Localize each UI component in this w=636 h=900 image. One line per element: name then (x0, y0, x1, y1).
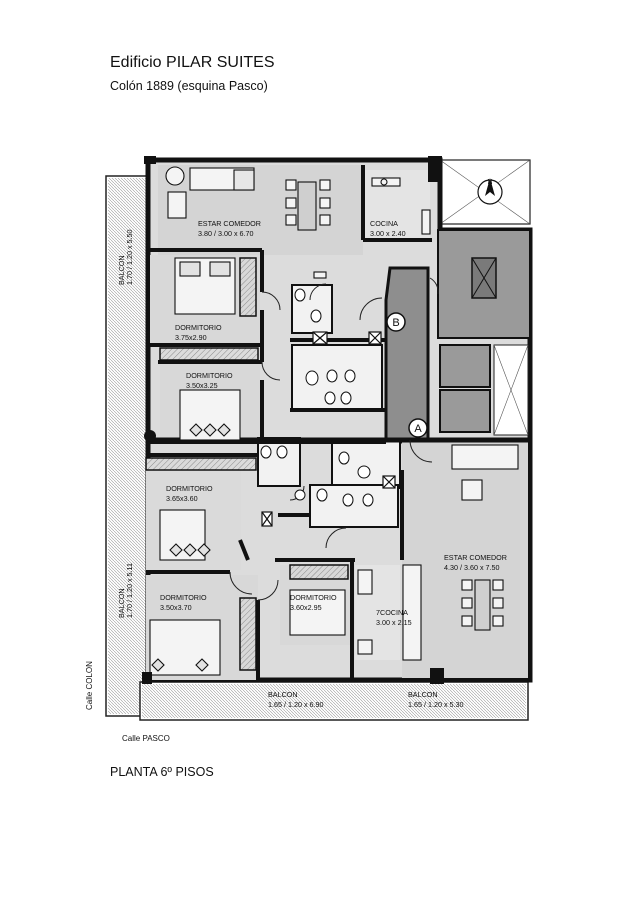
service-shafts (261, 331, 396, 527)
dims-dormitorio-3: 3.65x3.60 (166, 494, 198, 503)
dims-balcon-left-top: 1.70 / 1.20 x 5.50 (125, 229, 134, 285)
dims-dormitorio-4: 3.50x3.70 (160, 603, 192, 612)
dims-balcon-bottom-left: 1.65 / 1.20 x 6.90 (268, 700, 324, 709)
label-balcon-left-top: BALCON (117, 255, 126, 285)
dims-cocina-1: 3.00 x 2.40 (370, 229, 406, 238)
label-dormitorio-5: DORMITORIO (290, 593, 337, 602)
dims-balcon-bottom-right: 1.65 / 1.20 x 5.30 (408, 700, 464, 709)
street-label-pasco: Calle PASCO (122, 734, 170, 743)
label-dormitorio-4: DORMITORIO (160, 593, 207, 602)
floor-label: PLANTA 6º PISOS (110, 765, 214, 779)
door-swings (229, 277, 439, 601)
label-dormitorio-2: DORMITORIO (186, 371, 233, 380)
marker-b: B (386, 312, 406, 332)
dims-dormitorio-1: 3.75x2.90 (175, 333, 207, 342)
bathroom-fixtures (260, 288, 374, 507)
elevator-1 (439, 344, 491, 388)
dims-balcon-left-bottom: 1.70 / 1.20 x 5.11 (125, 563, 134, 618)
furniture (149, 166, 519, 676)
label-balcon-bottom-left: BALCON (268, 690, 298, 699)
dims-dormitorio-5: 3.60x2.95 (290, 603, 322, 612)
common-corridor (384, 266, 430, 444)
label-cocina-1: COCINA (370, 219, 398, 228)
dims-cocina-2: 3.00 x 2.15 (376, 618, 412, 627)
label-dormitorio-3: DORMITORIO (166, 484, 213, 493)
marker-a: A (408, 418, 428, 438)
building-address: Colón 1889 (esquina Pasco) (110, 79, 268, 93)
label-estar-comedor-1: ESTAR COMEDOR (198, 219, 261, 228)
label-cocina-2: 7COCINA (376, 608, 408, 617)
dims-dormitorio-2: 3.50x3.25 (186, 381, 218, 390)
balcony-left (105, 175, 149, 717)
street-label-colon: Calle COLON (85, 661, 94, 710)
label-estar-comedor-2: ESTAR COMEDOR (444, 553, 507, 562)
label-dormitorio-1: DORMITORIO (175, 323, 222, 332)
balcony-bottom (139, 681, 529, 721)
balcony-labels: BALCON 1.70 / 1.20 x 5.50 BALCON 1.70 / … (117, 229, 464, 709)
dims-estar-comedor-1: 3.80 / 3.00 x 6.70 (198, 229, 254, 238)
elevator-2 (439, 389, 491, 433)
bathroom-3 (257, 437, 301, 487)
label-balcon-bottom-right: BALCON (408, 690, 438, 699)
building-title: Edificio PILAR SUITES (110, 54, 275, 71)
north-arrow-icon: N (477, 178, 503, 205)
marker-a-label: A (414, 423, 422, 435)
north-label: N (487, 179, 492, 186)
room-labels: ESTAR COMEDOR 3.80 / 3.00 x 6.70 COCINA … (160, 219, 507, 627)
dims-estar-comedor-2: 4.30 / 3.60 x 7.50 (444, 563, 500, 572)
label-balcon-left-bottom: BALCON (117, 588, 126, 618)
room-estar-comedor-1 (158, 165, 363, 255)
columns (142, 156, 444, 684)
wardrobes (145, 257, 349, 671)
marker-b-label: B (392, 317, 399, 329)
